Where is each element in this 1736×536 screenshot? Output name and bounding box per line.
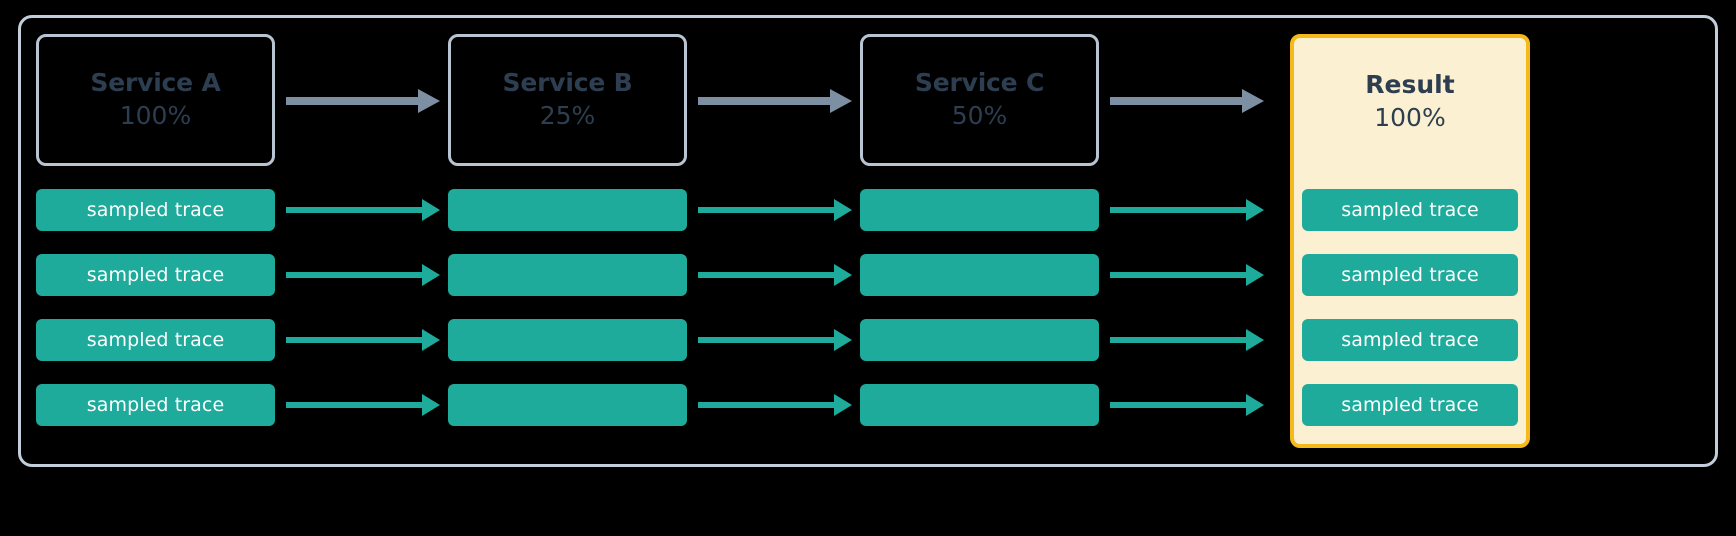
trace-bar-b-1[interactable] (448, 254, 687, 296)
service-box-service-a[interactable]: Service A 100% (36, 34, 275, 166)
arrow-trace-a-to-b-lane-0-icon (286, 197, 440, 223)
service-a-percent: 100% (119, 101, 192, 131)
trace-bar-c-1[interactable] (860, 254, 1099, 296)
trace-bar-result-1[interactable]: sampled trace (1302, 254, 1518, 296)
trace-label-result-2: sampled trace (1341, 329, 1479, 351)
trace-bar-a-3[interactable]: sampled trace (36, 384, 275, 426)
result-header: Result 100% (1294, 38, 1526, 166)
trace-label-a-0: sampled trace (86, 199, 225, 221)
arrow-service-c-to-result-icon (1110, 88, 1264, 114)
trace-bar-c-3[interactable] (860, 384, 1099, 426)
result-box[interactable]: Result 100% (1290, 34, 1530, 448)
arrow-trace-a-to-b-lane-3-icon (286, 392, 440, 418)
arrow-trace-b-to-c-lane-0-icon (698, 197, 852, 223)
column-service-a: Service A 100% sampled trace sampled tra… (36, 0, 275, 536)
trace-bar-result-2[interactable]: sampled trace (1302, 319, 1518, 361)
trace-bar-a-0[interactable]: sampled trace (36, 189, 275, 231)
service-b-percent: 25% (539, 101, 596, 131)
trace-bar-c-2[interactable] (860, 319, 1099, 361)
arrow-trace-c-to-result-lane-1-icon (1110, 262, 1264, 288)
arrow-trace-c-to-result-lane-3-icon (1110, 392, 1264, 418)
trace-bar-b-0[interactable] (448, 189, 687, 231)
column-result: Result 100% sampled trace sampled trace … (1272, 0, 1530, 536)
diagram-outer-frame (18, 15, 1718, 467)
result-name: Result (1365, 70, 1455, 100)
arrow-trace-a-to-b-lane-1-icon (286, 262, 440, 288)
service-b-name: Service B (502, 68, 633, 98)
trace-label-a-2: sampled trace (86, 329, 225, 351)
trace-bar-a-1[interactable]: sampled trace (36, 254, 275, 296)
trace-bar-b-3[interactable] (448, 384, 687, 426)
column-service-b: Service B 25% (448, 0, 687, 536)
arrow-trace-b-to-c-lane-3-icon (698, 392, 852, 418)
trace-label-result-3: sampled trace (1341, 394, 1479, 416)
trace-bar-a-2[interactable]: sampled trace (36, 319, 275, 361)
arrow-trace-a-to-b-lane-2-icon (286, 327, 440, 353)
trace-bar-c-0[interactable] (860, 189, 1099, 231)
arrow-trace-b-to-c-lane-2-icon (698, 327, 852, 353)
arrow-service-a-to-service-b-icon (286, 88, 440, 114)
trace-label-result-1: sampled trace (1341, 264, 1479, 286)
trace-label-result-0: sampled trace (1341, 199, 1479, 221)
service-a-name: Service A (90, 68, 221, 98)
trace-label-a-3: sampled trace (86, 394, 225, 416)
arrow-trace-c-to-result-lane-0-icon (1110, 197, 1264, 223)
arrow-trace-b-to-c-lane-1-icon (698, 262, 852, 288)
service-c-name: Service C (914, 68, 1045, 98)
arrow-service-b-to-service-c-icon (698, 88, 852, 114)
column-service-c: Service C 50% (860, 0, 1099, 536)
arrow-trace-c-to-result-lane-2-icon (1110, 327, 1264, 353)
trace-bar-result-3[interactable]: sampled trace (1302, 384, 1518, 426)
service-box-service-b[interactable]: Service B 25% (448, 34, 687, 166)
trace-bar-b-2[interactable] (448, 319, 687, 361)
service-c-percent: 50% (951, 101, 1008, 131)
result-percent: 100% (1374, 103, 1446, 133)
service-box-service-c[interactable]: Service C 50% (860, 34, 1099, 166)
trace-label-a-1: sampled trace (86, 264, 225, 286)
trace-bar-result-0[interactable]: sampled trace (1302, 189, 1518, 231)
